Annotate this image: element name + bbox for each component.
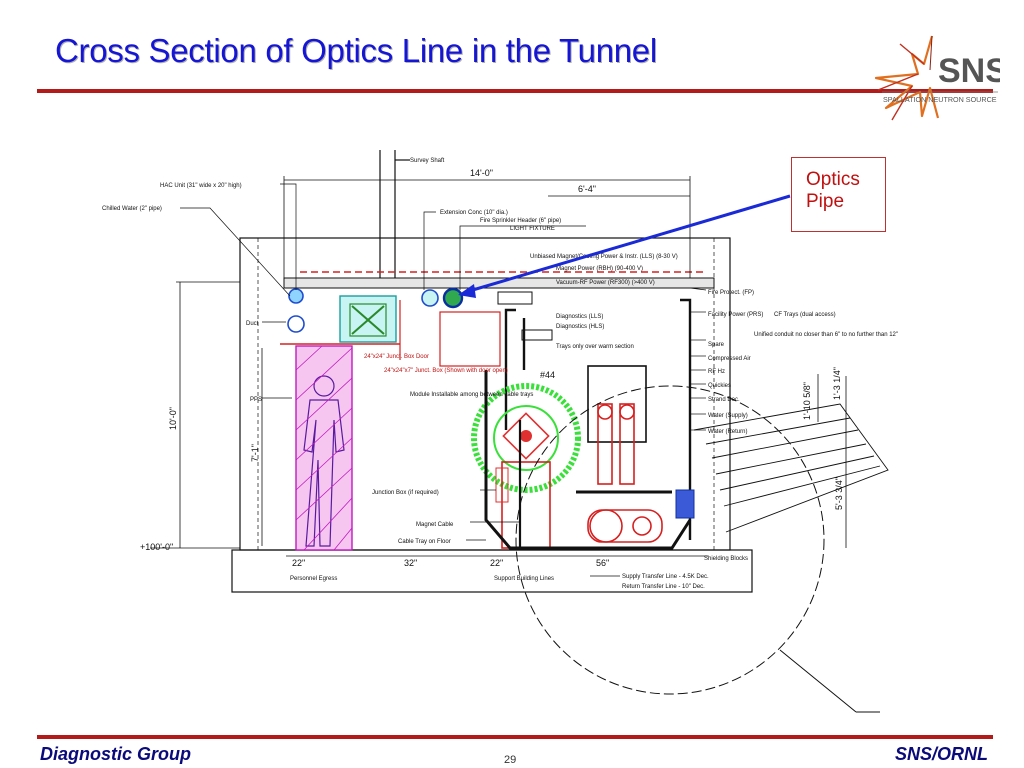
label-duct: Duct	[246, 321, 259, 327]
footer-divider	[37, 735, 993, 739]
leader-lines	[180, 183, 707, 577]
dim-center-gap: 32"	[404, 558, 417, 568]
slide-title: Cross Section of Optics Line in the Tunn…	[55, 32, 657, 69]
egress-hatch	[295, 345, 353, 551]
junction-box	[399, 300, 501, 367]
dim-overall-width: 14'-0"	[470, 168, 493, 178]
optics-pipe-icon	[442, 287, 464, 309]
label-magnet-power: Magnet Power (RBH) (90-400 V)	[556, 266, 643, 272]
label-cf-trays: CF Trays (dual access)	[774, 312, 836, 318]
warm-section-box	[587, 365, 647, 443]
label-strand-dec: Strand Dec.	[708, 397, 740, 403]
logo-text: SNS	[938, 52, 1000, 90]
label-pps: PPS	[250, 397, 262, 403]
label-magnet-cable: Magnet Cable	[416, 522, 454, 528]
label-water-return: Water (Return)	[708, 429, 747, 435]
diag-tray-lls	[497, 291, 533, 305]
label-supply-transfer: Supply Transfer Line - 4.5K Dec.	[622, 574, 709, 580]
label-water-supply: Water (Supply)	[708, 413, 748, 419]
cable-trays	[504, 298, 692, 540]
shielding-blocks	[693, 403, 889, 533]
page-number: 29	[504, 754, 517, 766]
label-personnel-egress: Personnel Egress	[290, 576, 337, 582]
label-junction-door: 24"x24" Junct. Box Door	[364, 354, 429, 360]
optics-pipe-arrow	[458, 194, 791, 298]
label-chilled-water: Chilled Water (2" pipe)	[102, 206, 162, 212]
blue-connector	[675, 489, 695, 519]
dim-right-width: 6'-4"	[578, 184, 596, 194]
label-survey-shaft: Survey Shaft	[410, 158, 445, 164]
detail-leader	[779, 649, 857, 713]
label-fire-protect: Fire Protect. (FP)	[708, 290, 754, 296]
dim-right-gap-2: 56"	[596, 558, 609, 568]
survey-shaft	[379, 150, 410, 278]
diag-tray-hls	[521, 329, 553, 341]
logo-subtitle: SPALLATION NEUTRON SOURCE	[883, 95, 997, 104]
label-facility-power: Facility Power (PRS)	[708, 312, 763, 318]
supply-transfer-line	[587, 403, 663, 543]
dim-walkway: 22"	[292, 558, 305, 568]
magnet-assembly	[471, 383, 581, 549]
optics-pipe-callout: Optics Pipe	[791, 157, 886, 232]
chilled-water-pipe	[288, 288, 304, 304]
label-light-fixture: LIGHT FIXTURE	[510, 226, 555, 232]
person-figure-icon	[303, 375, 345, 547]
callout-line-2: Pipe	[806, 191, 845, 212]
label-hvac-unit: HAC Unit (31" wide x 20" high)	[160, 183, 242, 189]
callout-line-1: Optics	[806, 169, 860, 190]
label-rf-hz: RF Hz	[708, 369, 725, 375]
label-shielding-blocks: Shielding Blocks	[704, 556, 748, 562]
sns-logo: SNS SPALLATION NEUTRON SOURCE	[874, 35, 1000, 121]
dim-height: 10'-0"	[168, 407, 178, 430]
duct-icon	[287, 315, 305, 333]
dim-elevation: +100'-0"	[140, 542, 173, 552]
detail-circle	[515, 385, 825, 695]
label-unbiased-magnet: Unbiased Magnet/Cooling Power & Instr. (…	[530, 254, 678, 260]
tunnel-concrete	[231, 237, 753, 593]
dim-inner-height: 7'-1"	[250, 444, 260, 462]
label-diag-hls: Diagnostics (HLS)	[556, 324, 604, 330]
dim-right-small-1: 1'-10 5/8"	[802, 382, 812, 420]
footer-org: SNS/ORNL	[894, 744, 988, 764]
label-unified-conduit: Unified conduit no closer than 6" to no …	[754, 332, 898, 338]
dim-right-vertical: 5'-3 3/4"	[834, 477, 844, 510]
label-vacuum-rf: Vacuum-RF Power (RF300) (>400 V)	[556, 280, 655, 286]
label-quickies: Quickies	[708, 383, 731, 389]
floor-cable-tray	[484, 370, 692, 550]
label-compressed-air: Compressed Air	[708, 356, 751, 362]
footer-group: Diagnostic Group	[40, 744, 192, 764]
label-fire-sprinkler: Fire Sprinkler Header (6" pipe)	[480, 218, 561, 224]
label-support-building: Support Building Lines	[494, 576, 554, 582]
hvac-unit	[339, 295, 397, 343]
label-cable-tray-floor: Cable Tray on Floor	[398, 539, 451, 545]
dim-right-gap-1: 22"	[490, 558, 503, 568]
label-trays-warm: Trays only over warm section	[556, 344, 634, 350]
label-diag-lls: Diagnostics (LLS)	[556, 314, 603, 320]
dim-right-small-2: 1'-3 1/4"	[832, 367, 842, 400]
extension-conduit	[421, 289, 439, 307]
magnet-number: #44	[540, 370, 555, 380]
label-return-transfer: Return Transfer Line - 10" Dec.	[622, 584, 705, 590]
label-module-install: Module Installable among between cable t…	[410, 392, 533, 398]
label-extension-conc: Extension Conc (10" dia.)	[440, 210, 508, 216]
label-spare: Spare	[708, 342, 725, 348]
label-junction-box: 24"x24"x7" Junct. Box (Shown with door o…	[384, 368, 508, 374]
label-junction-if-required: Junction Box (if required)	[372, 490, 439, 496]
personnel-egress-zone	[295, 345, 353, 551]
title-divider	[37, 89, 993, 93]
